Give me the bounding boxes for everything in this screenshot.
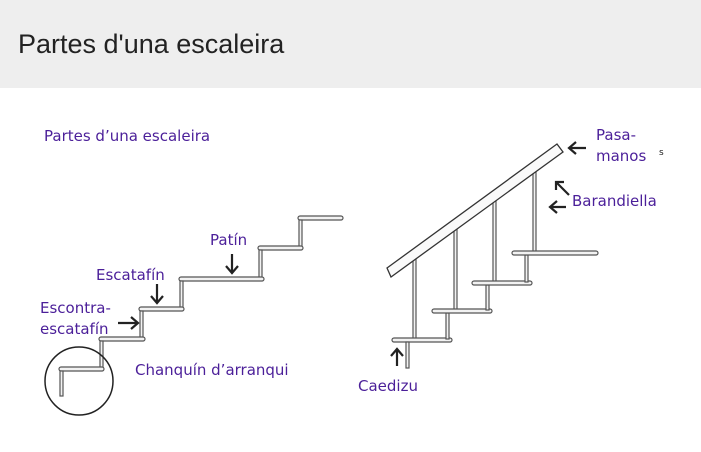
arrow-up-icon (390, 347, 404, 366)
label-pasamanos-2: manos (596, 147, 646, 165)
label-escontra-1: Escontra- (40, 299, 111, 317)
arrow-right-icon (118, 316, 140, 330)
arrow-down-icon (150, 284, 164, 305)
page-header: Partes d'una escaleira (0, 0, 701, 88)
arrow-up-left-icon (554, 180, 570, 196)
page-title: Partes d'una escaleira (18, 28, 285, 59)
label-chanquin: Chanquín d’arranqui (135, 361, 289, 379)
left-staircase (58, 215, 344, 397)
diagram-title: Partes d’una escaleira (44, 127, 210, 145)
arrow-left-icon (567, 141, 586, 155)
label-escontra-2: escatafín (40, 320, 109, 338)
label-pasamanos-1: Pasa- (596, 126, 636, 144)
arrow-down-icon (225, 254, 239, 275)
arrow-left-icon (548, 200, 566, 214)
label-barandiella: Barandiella (572, 192, 657, 210)
label-patin: Patín (210, 231, 247, 249)
handrail (386, 143, 564, 278)
label-escatafin: Escatafín (96, 266, 165, 284)
right-staircase (386, 143, 599, 369)
highlight-circle (44, 346, 114, 416)
label-pasamanos-stray: s (659, 148, 664, 158)
label-caedizu: Caedizu (358, 377, 418, 395)
